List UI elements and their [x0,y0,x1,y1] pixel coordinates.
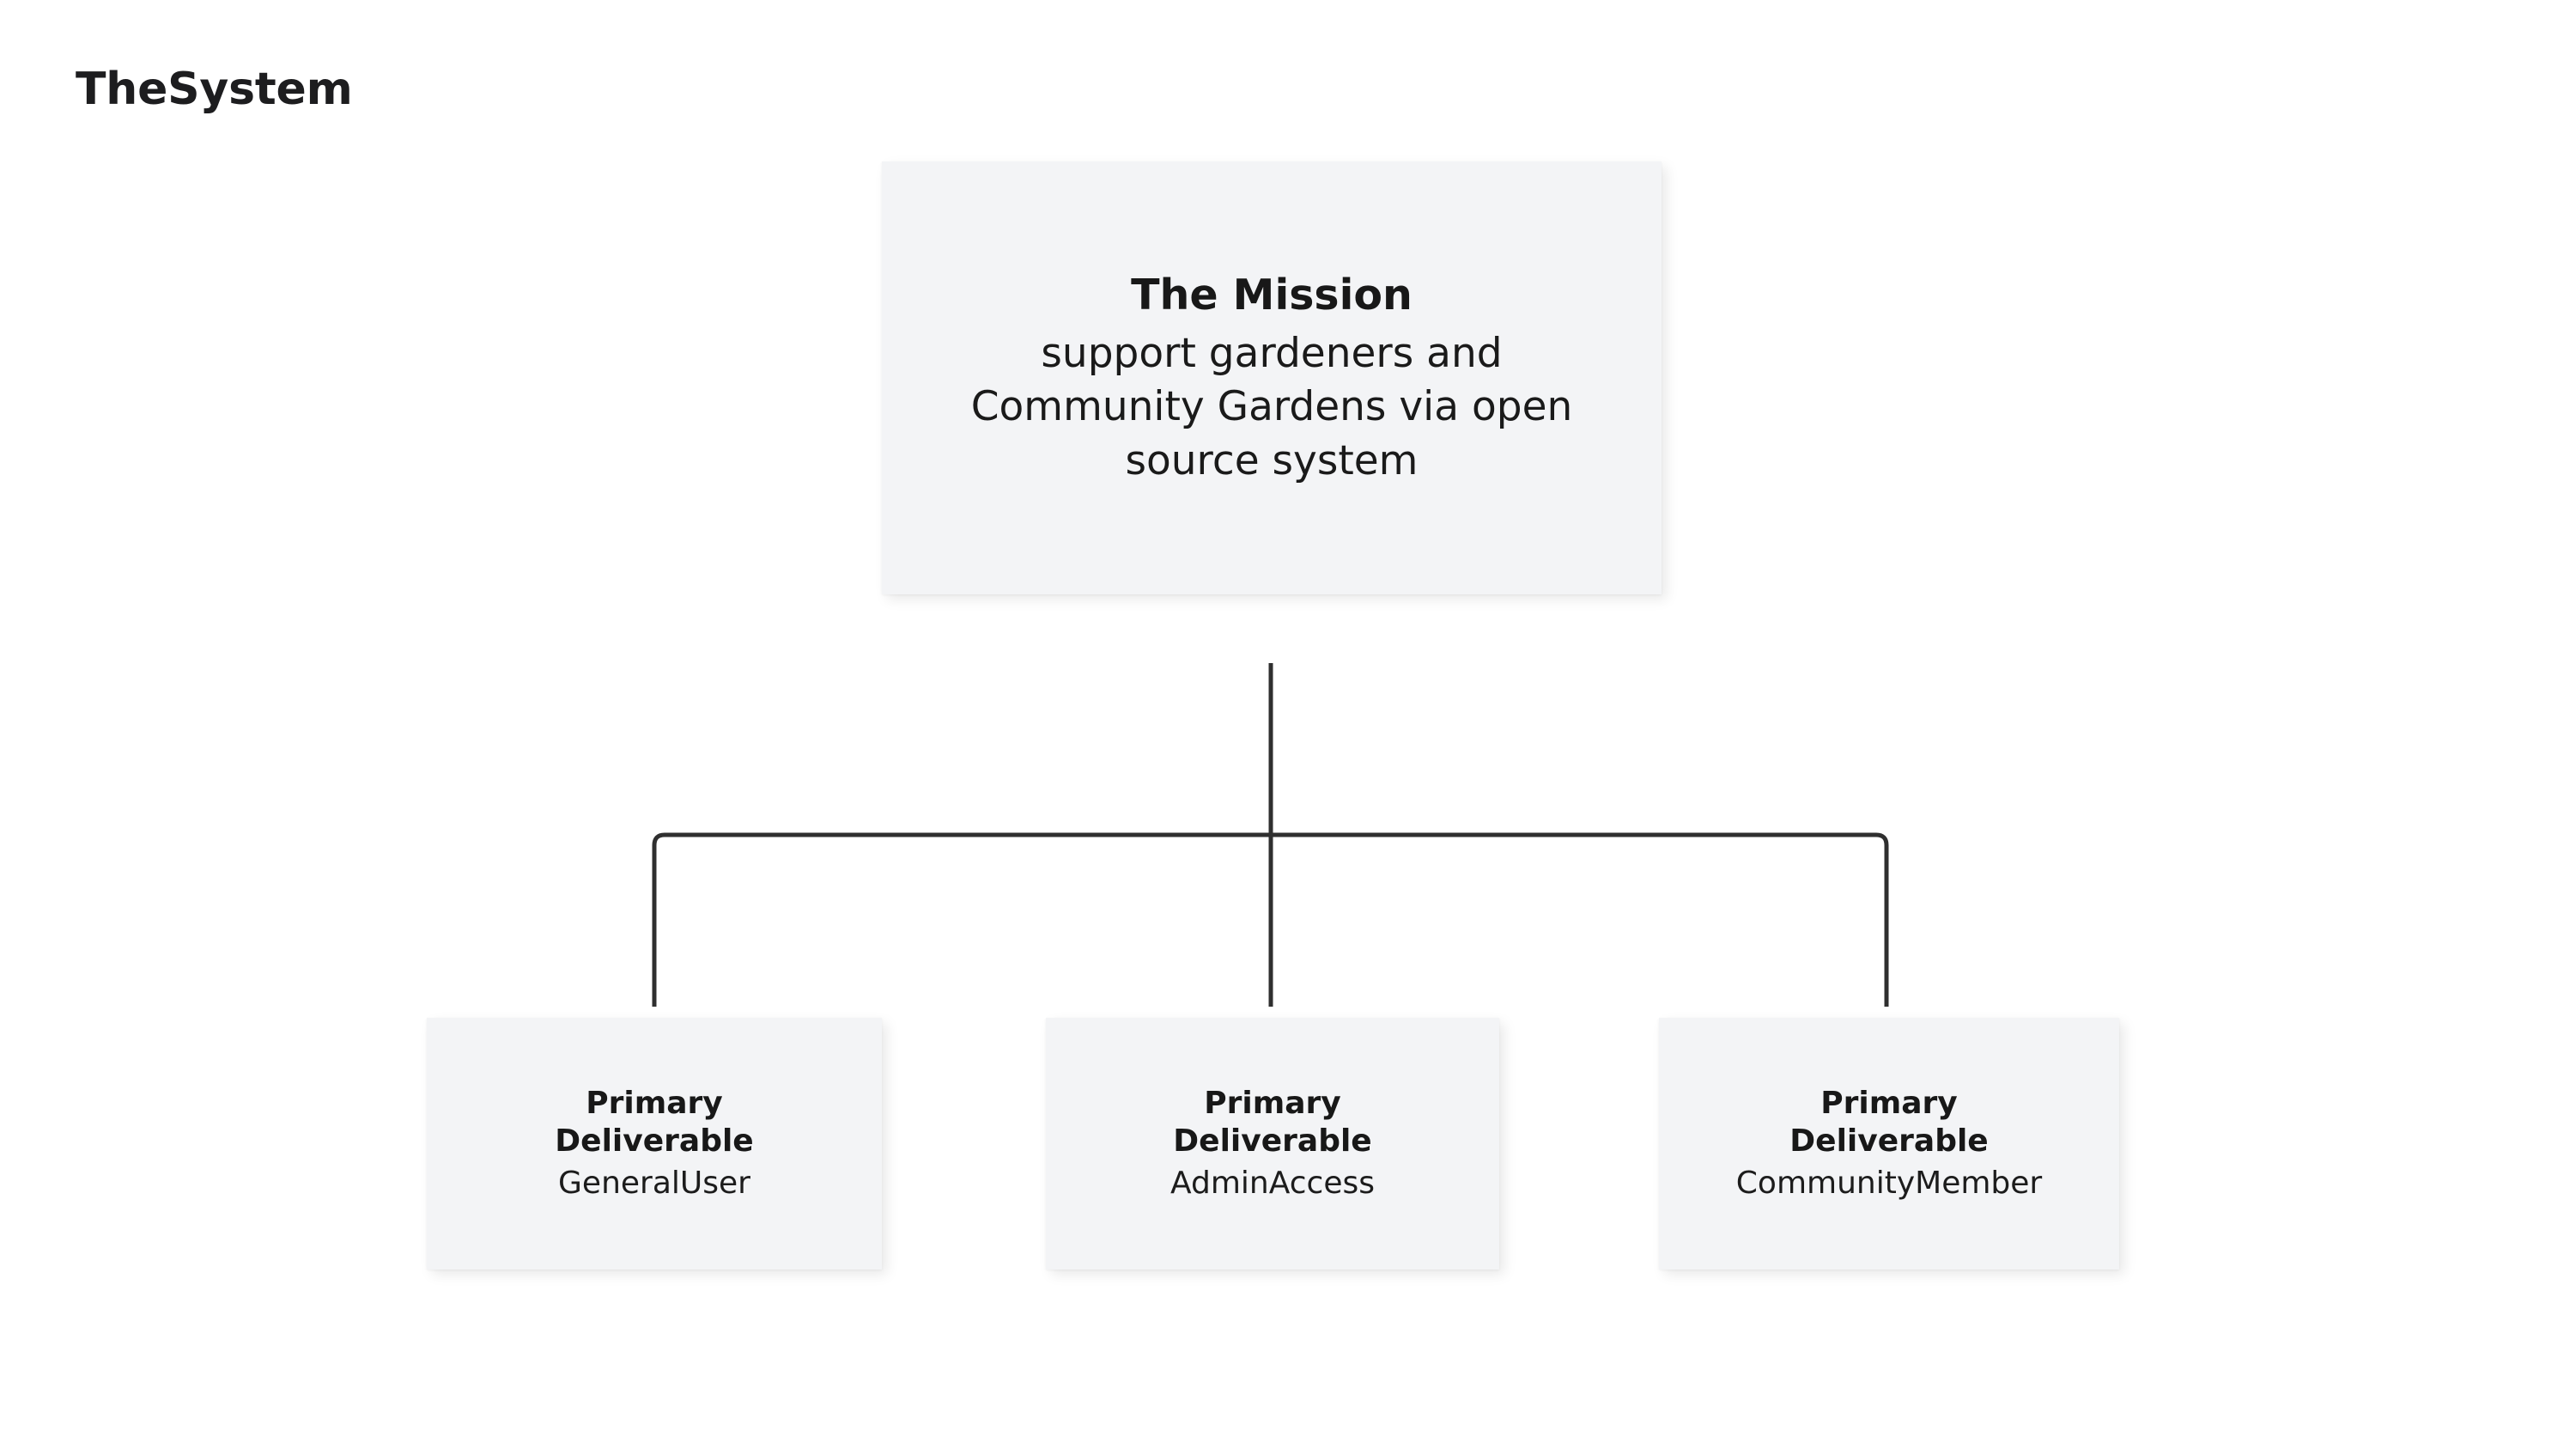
node-the-mission[interactable]: The Mission support gardeners and Commun… [882,161,1662,594]
node-primary-deliverable-generaluser-title: Primary Deliverable [555,1085,754,1160]
node-primary-deliverable-adminaccess[interactable]: Primary Deliverable AdminAccess [1046,1018,1499,1269]
node-primary-deliverable-adminaccess-body: AdminAccess [1170,1165,1375,1201]
connector-left-branch [652,832,1271,1007]
node-primary-deliverable-communitymember-body: CommunityMember [1735,1165,2043,1201]
node-primary-deliverable-adminaccess-title: Primary Deliverable [1173,1085,1372,1160]
connector-right-branch [1271,832,1889,1007]
node-primary-deliverable-generaluser-body: GeneralUser [558,1165,750,1201]
node-the-mission-title: The Mission [1131,270,1413,320]
node-primary-deliverable-generaluser[interactable]: Primary Deliverable GeneralUser [427,1018,882,1269]
node-primary-deliverable-communitymember[interactable]: Primary Deliverable CommunityMember [1659,1018,2119,1269]
page-title: TheSystem [76,64,353,115]
node-primary-deliverable-communitymember-title: Primary Deliverable [1789,1085,1989,1160]
node-the-mission-body: support gardeners and Community Gardens … [970,329,1573,484]
